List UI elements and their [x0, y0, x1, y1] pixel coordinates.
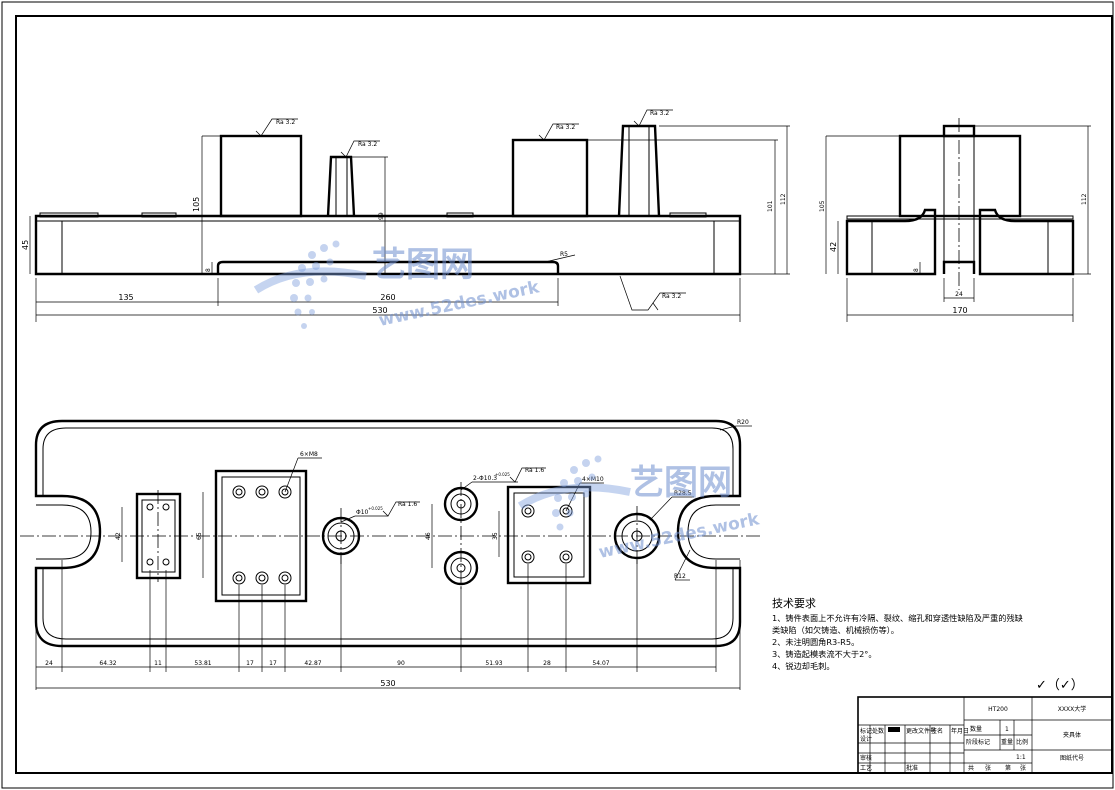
tb-sign-label: 签名 [931, 727, 943, 735]
tb-weight-label: 重量 [1001, 738, 1013, 746]
tb-design-label: 设计 [860, 735, 872, 743]
roughness-symbol: Ra 3.2 [619, 275, 686, 311]
svg-text:Ra 3.2: Ra 3.2 [358, 141, 377, 148]
dim-front-r5: R5 [560, 251, 568, 258]
notes-line: 4、锐边却毛刺。 [772, 661, 835, 671]
thread-callout-mid: 6×M8 [300, 451, 318, 458]
watermark-brand: 艺图网 [630, 463, 732, 503]
dim-side-8: 8 [913, 268, 920, 272]
dim-top-42: 42 [115, 532, 122, 540]
hole-callout-single-tol: +0.025 [368, 506, 383, 511]
notes-line: 3、铸造起模表流不大于2°。 [772, 649, 877, 659]
inner-border [15, 15, 1113, 774]
svg-text:Ra 3.2: Ra 3.2 [556, 124, 575, 131]
dim-chain: 24 [45, 660, 53, 667]
dim-front-530: 530 [372, 306, 387, 315]
notes-title: 技术要求 [772, 597, 816, 610]
svg-text:Ra 3.2: Ra 3.2 [650, 110, 669, 117]
tb-qty-value: 1 [1005, 726, 1009, 733]
roughness-pair: Ra 1.6 [525, 467, 544, 474]
dim-top-65: 65 [196, 532, 203, 540]
tb-drawing-no-label: 图纸代号 [1060, 754, 1084, 762]
notes-line: 类缺陷（如欠铸造、机械损伤等）。 [772, 625, 899, 635]
dim-front-8: 8 [205, 268, 212, 272]
boss-radius: R28.5 [674, 490, 692, 497]
thread-callout-right: 4×M10 [582, 476, 604, 483]
dim-side-105: 105 [819, 200, 826, 212]
dim-side-112: 112 [1081, 193, 1088, 205]
tb-sheet-no: 第 [1005, 764, 1011, 772]
tb-date-label: 年月日 [951, 727, 969, 735]
dim-front-101: 101 [767, 200, 774, 212]
watermark-brand: 艺图网 [372, 245, 474, 285]
dim-top-46: 46 [425, 532, 432, 540]
dim-chain: 11 [154, 660, 162, 667]
dim-front-260: 260 [380, 293, 395, 302]
corner-radius: R20 [737, 419, 749, 426]
roughness-symbol: Ra 3.2 [538, 123, 579, 141]
dim-chain: 42.87 [304, 660, 321, 667]
tb-stage-label: 阶段标记 [966, 738, 990, 746]
front-view: 530 135 260 45 105 8 99 101 112 R5 Ra 3.… [21, 109, 790, 322]
hole-callout-pair-tol: +0.025 [495, 472, 510, 477]
tb-school: XXXX大学 [1058, 705, 1086, 713]
roughness-symbol: Ra 3.2 [633, 109, 673, 127]
tb-approve-label: 批准 [906, 764, 918, 772]
technical-notes: 技术要求 1、铸件表面上不允许有冷隔、裂纹、缩孔和穿透性缺陷及严重的残缺 类缺陷… [772, 597, 1084, 693]
dim-chain: 54.07 [592, 660, 609, 667]
tb-sheet-label: 张 [985, 764, 991, 772]
dim-top-530: 530 [380, 679, 395, 688]
dim-side-170: 170 [952, 306, 967, 315]
tb-material: HT200 [988, 706, 1008, 713]
tb-check-label: 审核 [860, 754, 872, 762]
slot-radius: R12 [674, 573, 686, 580]
side-view: 170 24 42 105 112 8 [819, 118, 1091, 322]
tb-sheet-label2: 张 [1020, 764, 1026, 772]
dim-top-35: 35 [492, 532, 499, 540]
tb-scale-label: 比例 [1016, 738, 1028, 746]
title-block: HT200 XXXX大学 数量 1 夹具体 阶段标记 重量 比例 1:1 图纸代… [857, 696, 1113, 774]
svg-text:Ra 3.2: Ra 3.2 [276, 119, 295, 126]
dim-chain: 90 [397, 660, 405, 667]
tb-count-label: 处数 [872, 727, 884, 735]
notes-line: 1、铸件表面上不允许有冷隔、裂纹、缩孔和穿透性缺陷及严重的残缺 [772, 613, 1023, 623]
dim-chain: 17 [269, 660, 277, 667]
watermark-logo: 艺图网 www.52des.work [517, 455, 762, 563]
tb-mark-label: 标记 [860, 727, 872, 735]
hole-callout-pair: 2-Φ10.3 [473, 475, 497, 482]
svg-text:Ra 3.2: Ra 3.2 [662, 293, 681, 300]
tb-zone-fill [888, 727, 900, 732]
tb-part-name: 夹具体 [1063, 731, 1081, 739]
hole-callout-single: Φ10 [356, 509, 369, 516]
dim-front-45: 45 [21, 240, 30, 250]
tb-qty-label: 数量 [970, 725, 982, 733]
dim-side-42: 42 [829, 242, 838, 252]
dim-front-99: 99 [378, 212, 385, 220]
dim-front-105: 105 [192, 197, 201, 212]
dim-chain: 28 [543, 660, 551, 667]
tb-scale-value: 1:1 [1016, 754, 1026, 761]
dim-side-24: 24 [955, 291, 963, 298]
dim-chain: 17 [246, 660, 254, 667]
roughness-symbol: Ra 3.2 [255, 118, 298, 137]
finish-symbol: ✓（✓） [1036, 678, 1084, 693]
tb-file-label: 更改文件号 [906, 727, 936, 735]
tb-process-label: 工艺 [860, 764, 872, 772]
dim-chain: 53.81 [194, 660, 211, 667]
dim-front-112: 112 [780, 193, 787, 205]
tb-sheets-total: 共 [968, 764, 974, 772]
notes-line: 2、未注明圆角R3-R5。 [772, 637, 859, 647]
watermark-url: www.52des.work [377, 277, 542, 331]
watermark-logo: 艺图网 www.52des.work [253, 240, 542, 331]
top-view: 530 24 64.32 11 53.81 17 17 42.87 90 51.… [20, 419, 760, 690]
roughness-single: Ra 1.6 [398, 501, 417, 508]
dim-chain: 64.32 [99, 660, 116, 667]
roughness-symbol: Ra 3.2 [340, 140, 380, 158]
dim-chain: 51.93 [485, 660, 502, 667]
dim-front-135: 135 [118, 293, 133, 302]
